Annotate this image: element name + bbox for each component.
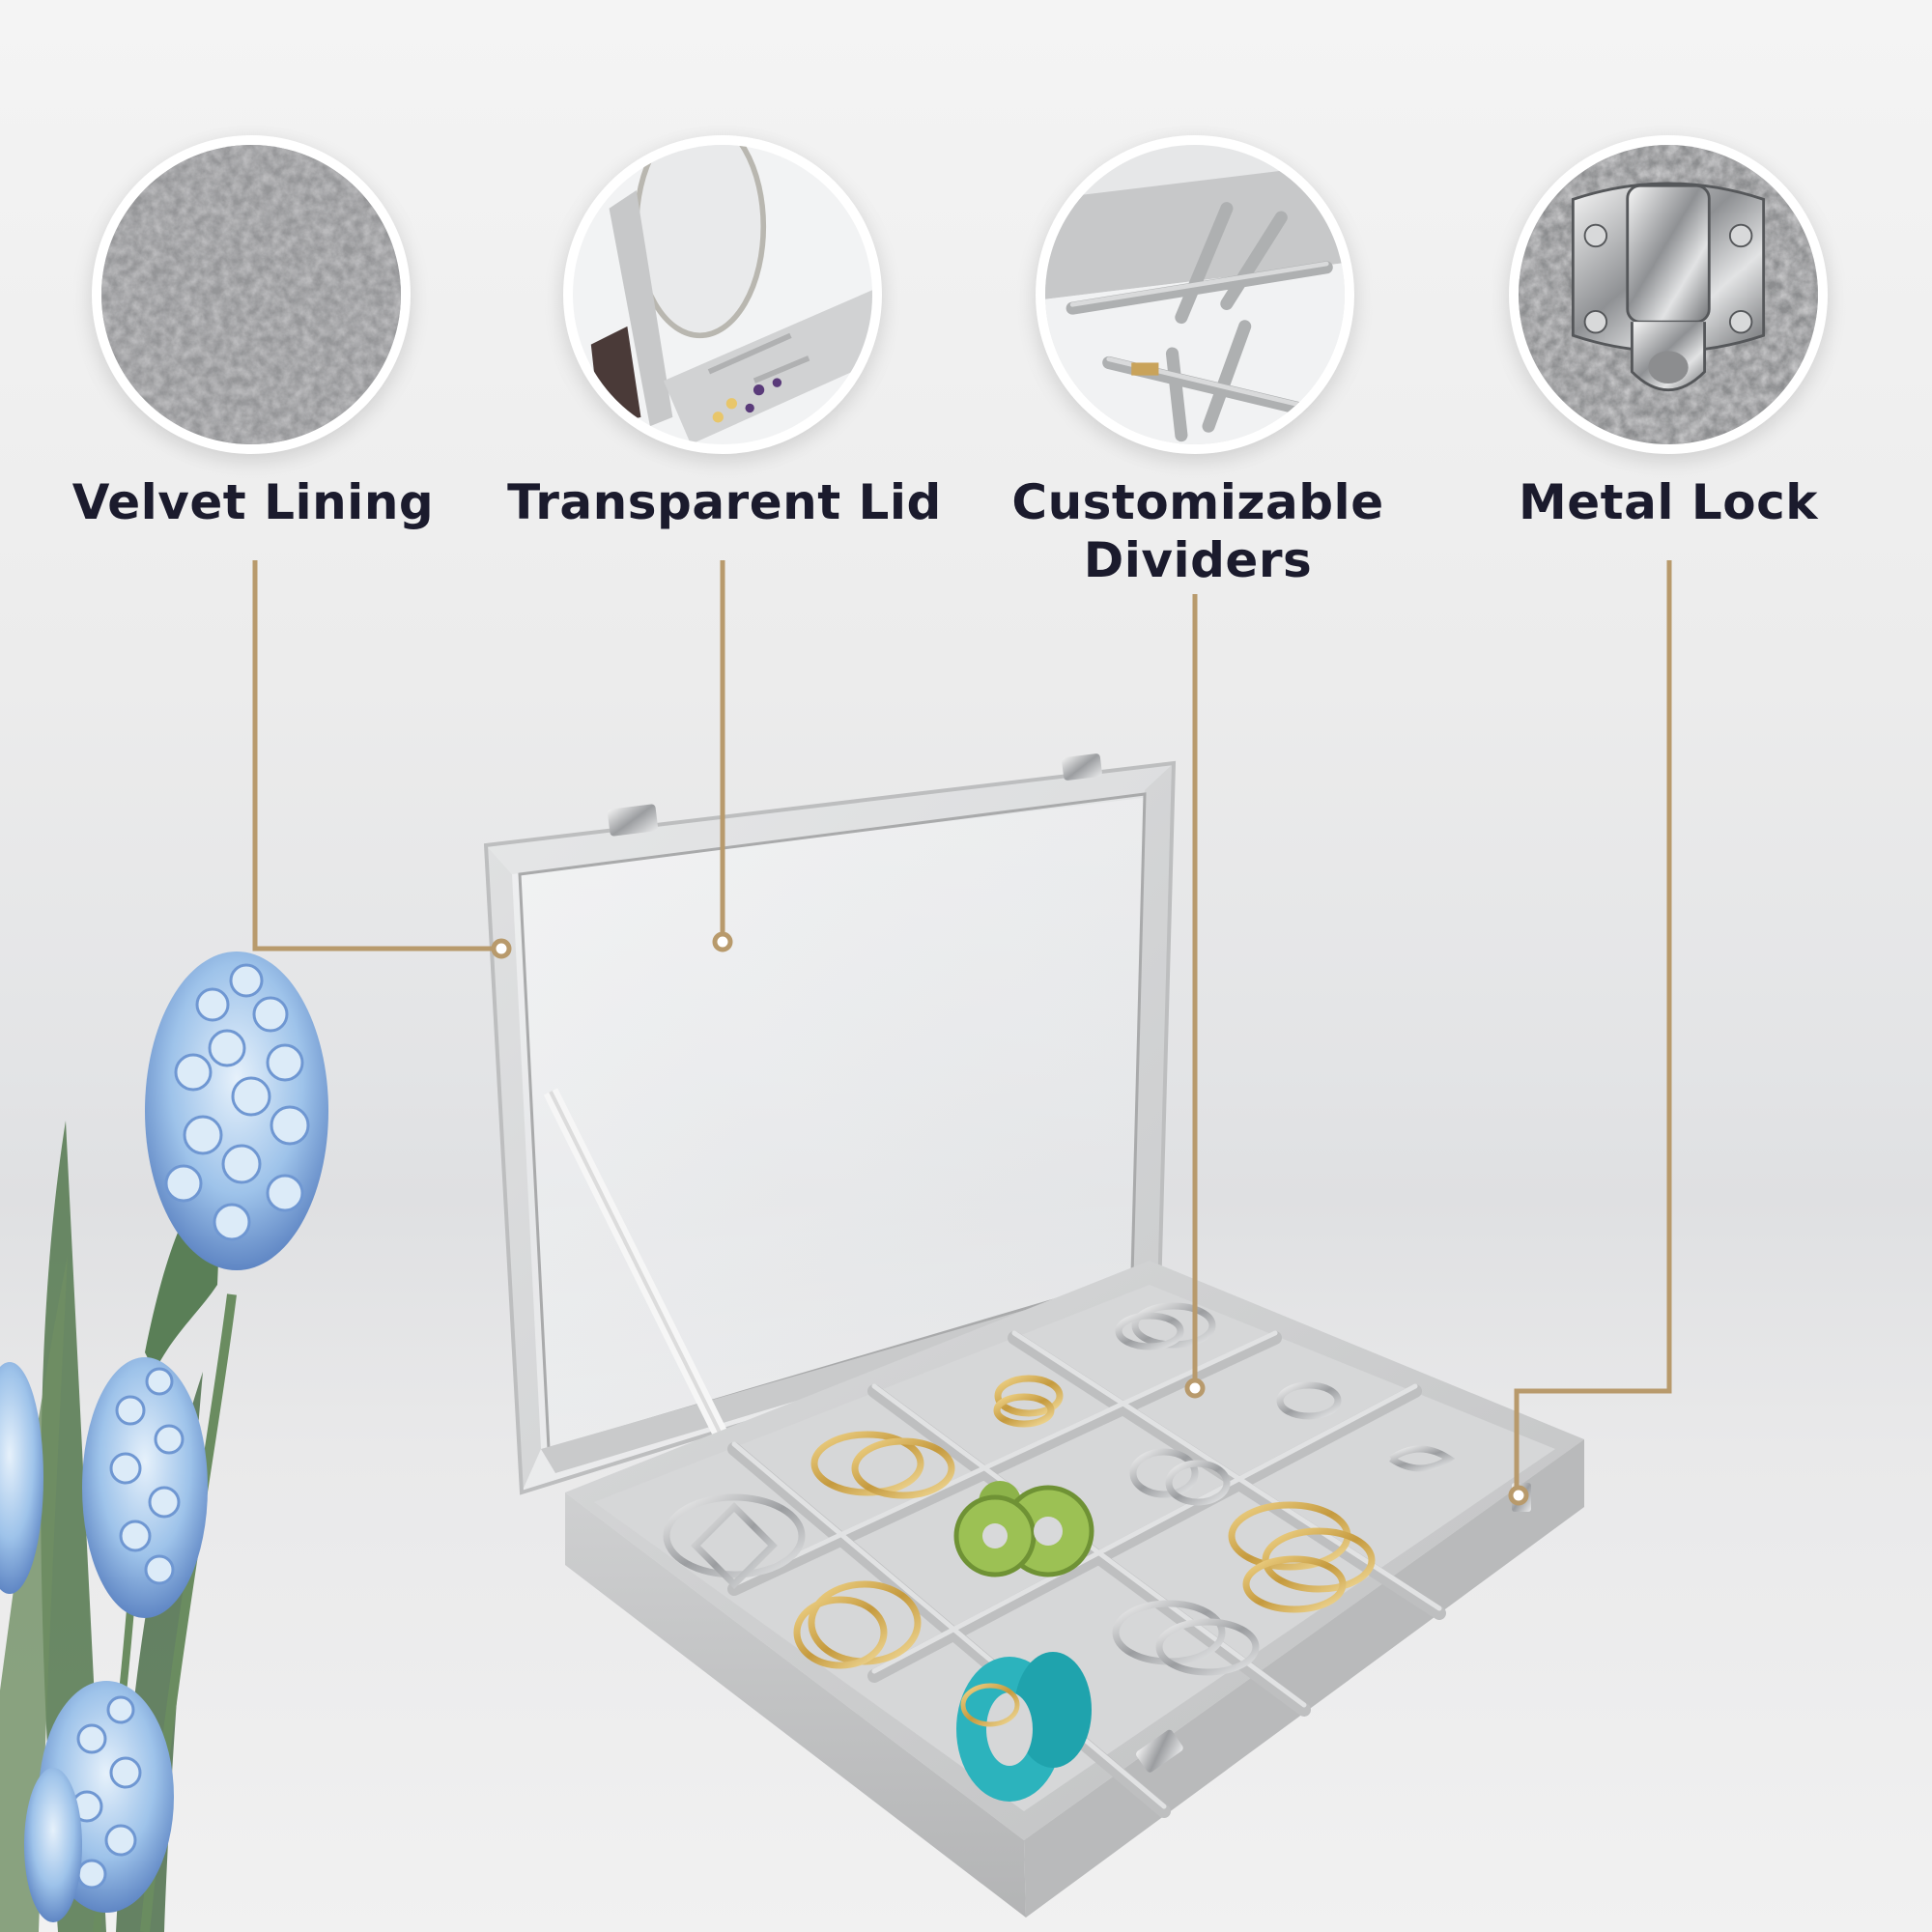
green-earrings xyxy=(953,1481,1094,1577)
flower-spike-second xyxy=(82,1357,208,1618)
jewelry-items xyxy=(663,1302,1456,1676)
velvet-lining-label: Velvet Lining xyxy=(71,474,435,530)
velvet-lining-photo xyxy=(92,135,411,454)
flower-spike-main xyxy=(145,952,328,1270)
metal-lock-photo xyxy=(1509,135,1828,454)
box-lid xyxy=(483,753,1177,1728)
customizable-label-line1: Customizable xyxy=(1011,474,1384,530)
turquoise-earrings xyxy=(956,1652,1092,1802)
transparent-lid-label: Transparent Lid xyxy=(507,474,942,530)
metal-lock-label: Metal Lock xyxy=(1519,474,1818,530)
customizable-label-line2: Dividers xyxy=(1083,532,1313,588)
box-base xyxy=(565,1261,1584,1918)
dividers-photo xyxy=(1036,135,1354,454)
customizable-dividers-label: Customizable Dividers xyxy=(976,473,1420,589)
transparent-lid-photo xyxy=(563,135,882,454)
